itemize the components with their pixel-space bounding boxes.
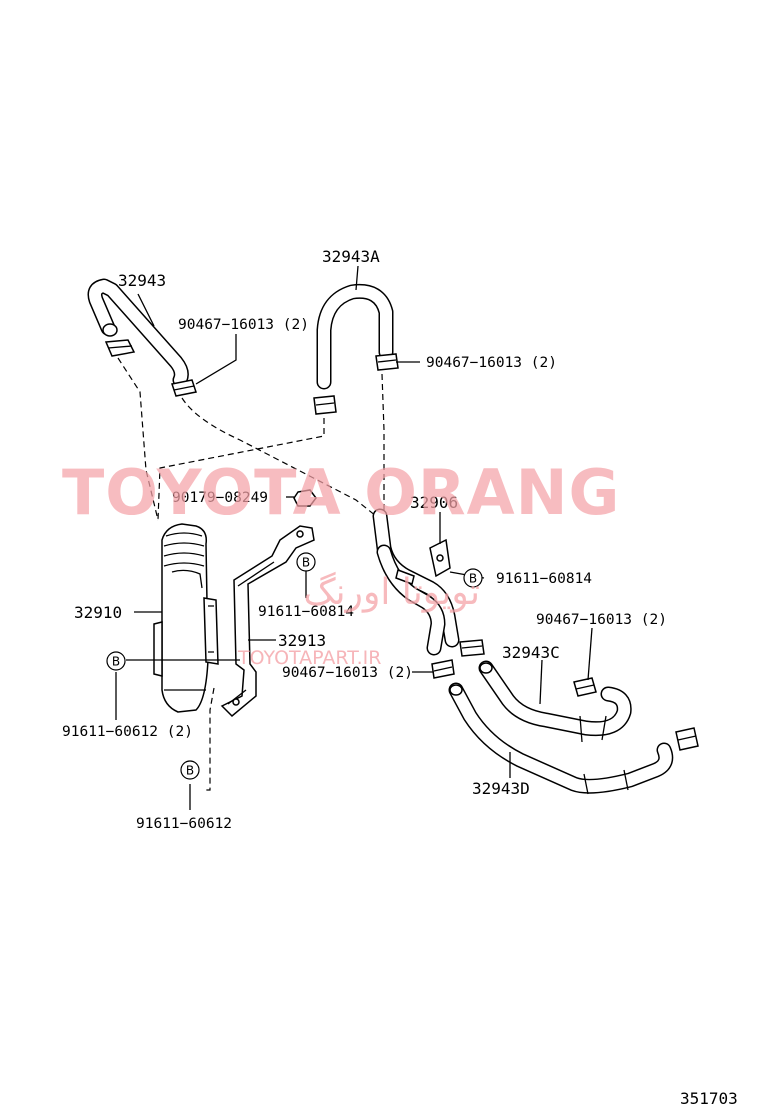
label-clamp-top-left: 90467−16013 (2)	[178, 317, 309, 333]
b-marker-bottom: B	[180, 760, 200, 780]
b-marker-mid: B	[296, 552, 316, 572]
label-32943: 32943	[118, 271, 166, 290]
hose-32943c[interactable]	[478, 660, 632, 743]
hose-clamp-mid-a	[431, 659, 455, 679]
b-marker-left: B	[106, 651, 126, 671]
label-nut-90179: 90179−08249	[172, 490, 268, 506]
hose-clamp-top-right-a	[375, 353, 399, 371]
label-bolt-mid: 91611−60814	[258, 604, 354, 620]
hose-clamp-top-right-b	[313, 395, 337, 415]
watermark-arabic: تويوتا اورنگ	[303, 571, 480, 613]
label-bolt-left: 91611−60612 (2)	[62, 724, 193, 740]
hose-clamp-mid-b	[459, 639, 485, 657]
watermark-site: TOYOTAPART.IR	[237, 647, 381, 669]
label-clamp-top-right: 90467−16013 (2)	[426, 355, 557, 371]
nut-90179-08249[interactable]	[286, 489, 317, 507]
hose-32943a[interactable]	[316, 283, 394, 390]
label-32906: 32906	[410, 493, 458, 512]
hose-clamp-right-b	[675, 727, 699, 751]
label-bolt-bottom: 91611−60612	[136, 816, 232, 832]
label-bolt-right: 91611−60814	[496, 571, 592, 587]
oil-cooler-32910[interactable]	[153, 523, 219, 713]
label-32943c: 32943C	[502, 643, 560, 662]
svg-text:B: B	[302, 556, 310, 570]
label-32943a: 32943A	[322, 247, 380, 266]
svg-text:B: B	[186, 764, 194, 778]
hose-clamp-top-left-a	[104, 339, 136, 357]
connection-lines	[117, 357, 385, 791]
label-32913: 32913	[278, 631, 326, 650]
svg-text:B: B	[469, 572, 477, 586]
hose-32943[interactable]	[87, 278, 189, 388]
label-clamp-right: 90467−16013 (2)	[536, 612, 667, 628]
label-clamp-mid: 90467−16013 (2)	[282, 665, 413, 681]
figure-number: 351703	[680, 1089, 738, 1108]
hose-clamp-top-left-b	[171, 379, 197, 397]
watermark-brand: TOYOTA ORANG	[62, 456, 620, 529]
label-32943d: 32943D	[472, 779, 530, 798]
hose-clamp-right-a	[573, 677, 597, 697]
pipe-32906[interactable]	[372, 508, 460, 656]
svg-text:B: B	[112, 655, 120, 669]
bracket-32913[interactable]	[220, 525, 315, 718]
label-32910: 32910	[74, 603, 122, 622]
b-marker-right: B	[463, 568, 483, 588]
hose-32943d[interactable]	[448, 682, 674, 795]
